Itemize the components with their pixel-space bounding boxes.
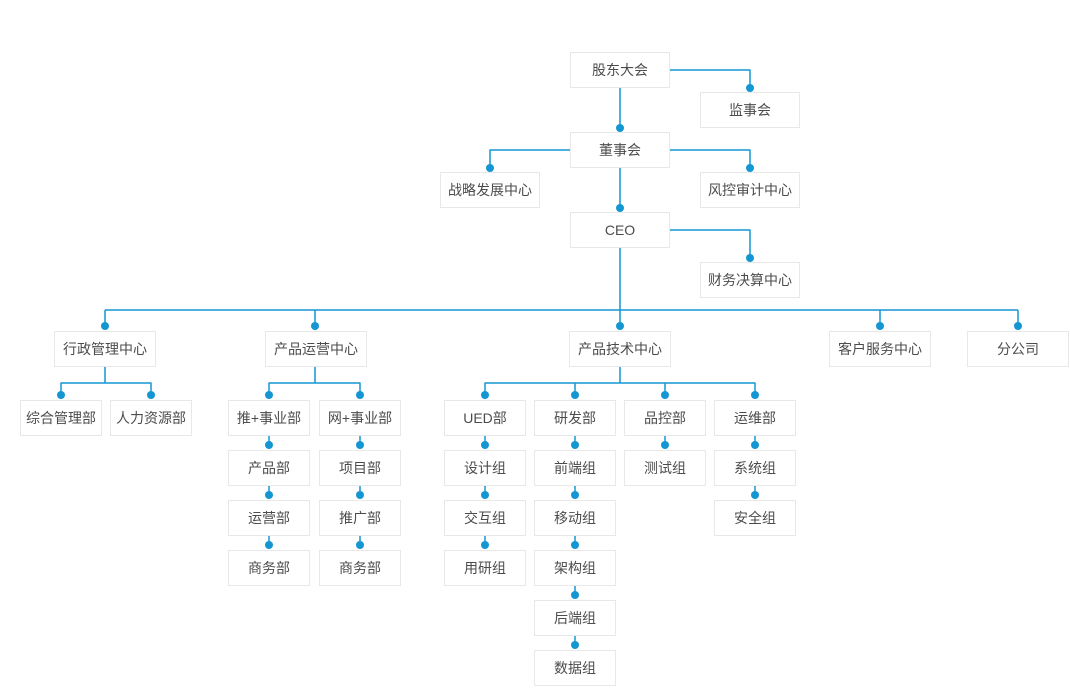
- node-architecture-group: 架构组: [534, 550, 616, 586]
- node-frontend-group: 前端组: [534, 450, 616, 486]
- node-product-dept: 产品部: [228, 450, 310, 486]
- node-user-research-group: 用研组: [444, 550, 526, 586]
- node-admin-center: 行政管理中心: [54, 331, 156, 367]
- node-finance-center: 财务决算中心: [700, 262, 800, 298]
- node-business-dept-2: 商务部: [319, 550, 401, 586]
- node-ceo: CEO: [570, 212, 670, 248]
- node-promotion-dept: 推广部: [319, 500, 401, 536]
- node-tui-division: 推+事业部: [228, 400, 310, 436]
- node-mobile-group: 移动组: [534, 500, 616, 536]
- node-project-dept: 项目部: [319, 450, 401, 486]
- node-risk-audit-center: 风控审计中心: [700, 172, 800, 208]
- node-ued-dept: UED部: [444, 400, 526, 436]
- node-hr-dept: 人力资源部: [110, 400, 192, 436]
- node-design-group: 设计组: [444, 450, 526, 486]
- node-strategy-center: 战略发展中心: [440, 172, 540, 208]
- node-rd-dept: 研发部: [534, 400, 616, 436]
- node-devops-dept: 运维部: [714, 400, 796, 436]
- node-backend-group: 后端组: [534, 600, 616, 636]
- node-general-mgmt-dept: 综合管理部: [20, 400, 102, 436]
- node-product-tech-center: 产品技术中心: [569, 331, 671, 367]
- node-interaction-group: 交互组: [444, 500, 526, 536]
- node-wang-division: 网+事业部: [319, 400, 401, 436]
- node-board-of-directors: 董事会: [570, 132, 670, 168]
- node-customer-service-center: 客户服务中心: [829, 331, 931, 367]
- node-qc-dept: 品控部: [624, 400, 706, 436]
- node-business-dept-1: 商务部: [228, 550, 310, 586]
- node-system-group: 系统组: [714, 450, 796, 486]
- node-branch-company: 分公司: [967, 331, 1069, 367]
- node-product-ops-center: 产品运营中心: [265, 331, 367, 367]
- node-shareholders-meeting: 股东大会: [570, 52, 670, 88]
- node-supervisory-board: 监事会: [700, 92, 800, 128]
- node-data-group: 数据组: [534, 650, 616, 686]
- node-operations-dept: 运营部: [228, 500, 310, 536]
- node-security-group: 安全组: [714, 500, 796, 536]
- node-test-group: 测试组: [624, 450, 706, 486]
